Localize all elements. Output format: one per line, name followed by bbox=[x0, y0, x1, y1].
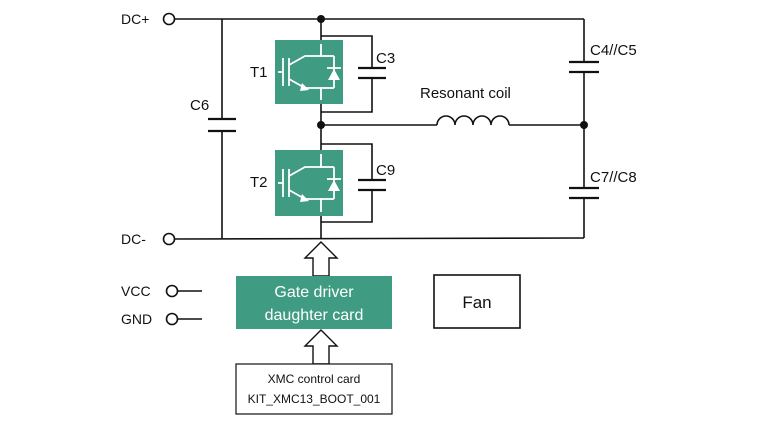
dc-minus-label: DC- bbox=[121, 231, 146, 247]
igbt-t1-body bbox=[275, 40, 343, 104]
capacitor-c7-c8 bbox=[569, 186, 599, 200]
t2-label: T2 bbox=[250, 174, 268, 191]
control-signal-arrow bbox=[303, 329, 339, 365]
c7-c8-label: C7//C8 bbox=[590, 169, 637, 186]
fan-label: Fan bbox=[462, 293, 491, 312]
c9-label: C9 bbox=[376, 162, 395, 179]
wiring bbox=[173, 18, 585, 320]
junction-nodes bbox=[317, 15, 588, 129]
dc-plus-terminal bbox=[162, 12, 176, 26]
gnd-label: GND bbox=[121, 311, 152, 327]
capacitor-c9 bbox=[358, 178, 386, 192]
fan-box bbox=[433, 274, 521, 329]
gnd-terminal bbox=[165, 312, 179, 326]
node-right-mid bbox=[580, 121, 588, 129]
capacitor-c6 bbox=[208, 117, 236, 133]
node-midpoint bbox=[317, 121, 325, 129]
resonant-coil-inductor bbox=[436, 115, 510, 126]
dc-minus-terminal bbox=[162, 232, 176, 246]
gate-driver-card bbox=[236, 276, 392, 329]
vcc-terminal bbox=[165, 284, 179, 298]
igbt-t2-body bbox=[275, 150, 343, 216]
gate-driver-label-line1: Gate driver bbox=[274, 284, 354, 301]
c4-c5-label: C4//C5 bbox=[590, 42, 637, 59]
control-card-label-line2: KIT_XMC13_BOOT_001 bbox=[248, 392, 381, 406]
vcc-label: VCC bbox=[121, 283, 151, 299]
control-card-label-line1: XMC control card bbox=[268, 372, 361, 386]
c3-label: C3 bbox=[376, 50, 395, 67]
t1-label: T1 bbox=[250, 64, 268, 81]
capacitor-c3 bbox=[358, 66, 386, 80]
dc-plus-label: DC+ bbox=[121, 11, 149, 27]
capacitor-c4-c5 bbox=[569, 60, 599, 74]
resonant-coil-label: Resonant coil bbox=[420, 85, 511, 102]
c6-label: C6 bbox=[190, 97, 209, 114]
control-card-box bbox=[235, 363, 393, 415]
gate-driver-label-line2: daughter card bbox=[265, 307, 364, 324]
igbt-t1 bbox=[275, 40, 343, 104]
gate-signal-arrow bbox=[303, 241, 339, 277]
igbt-t2 bbox=[275, 150, 343, 216]
node-dc-plus-center bbox=[317, 15, 325, 23]
